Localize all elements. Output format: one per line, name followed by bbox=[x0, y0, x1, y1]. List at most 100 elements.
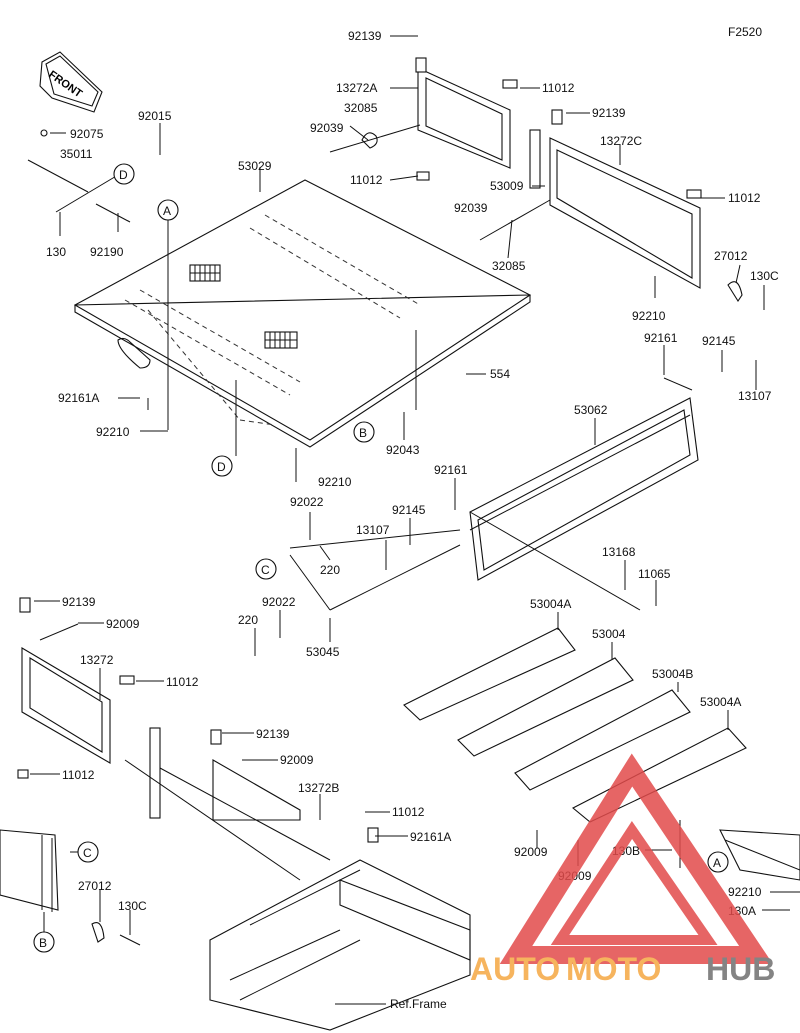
part-label: 130C bbox=[750, 269, 779, 283]
clip-92139-icon bbox=[19, 597, 31, 613]
vent-grate-icon bbox=[264, 331, 298, 349]
ref-frame-label: Ref.Frame bbox=[390, 997, 447, 1011]
part-label: 32085 bbox=[344, 101, 378, 115]
part-label: 13272B bbox=[298, 781, 339, 795]
cap-11012-icon bbox=[416, 171, 430, 181]
part-label: 53045 bbox=[306, 645, 340, 659]
side-panel-13272C bbox=[549, 109, 743, 303]
pin-92161A-icon bbox=[367, 827, 379, 843]
part-label: 13272 bbox=[80, 653, 114, 667]
sub-frame bbox=[209, 827, 471, 1031]
part-label: 92139 bbox=[256, 727, 290, 741]
part-label: 92190 bbox=[90, 245, 124, 259]
part-label: 92039 bbox=[454, 201, 488, 215]
clip-92139-icon bbox=[551, 109, 563, 125]
vent-grate-icon bbox=[189, 264, 221, 282]
part-label: 92022 bbox=[262, 595, 296, 609]
part-label: 92139 bbox=[348, 29, 382, 43]
part-label: 27012 bbox=[714, 249, 748, 263]
part-label: 92022 bbox=[290, 495, 324, 509]
part-label: 92145 bbox=[392, 503, 426, 517]
part-label: 92210 bbox=[96, 425, 130, 439]
part-label: 32085 bbox=[492, 259, 526, 273]
part-label: 92161A bbox=[58, 391, 99, 405]
part-label: 11012 bbox=[392, 805, 425, 819]
part-label: 53029 bbox=[238, 159, 272, 173]
watermark-triangle-icon bbox=[499, 753, 773, 964]
front-arrow-icon: FRONT bbox=[39, 51, 103, 113]
callout-A: A bbox=[163, 204, 171, 218]
part-label: 92015 bbox=[138, 109, 172, 123]
part-label: 554 bbox=[490, 367, 510, 381]
part-label: 220 bbox=[320, 563, 340, 577]
part-label: 53009 bbox=[490, 179, 524, 193]
watermark-logo: AUTO MOTO HUB bbox=[470, 753, 775, 987]
part-label: 11012 bbox=[62, 768, 95, 782]
part-label: 92139 bbox=[62, 595, 96, 609]
cap-11012-icon bbox=[17, 769, 29, 779]
figure-code: F2520 bbox=[728, 25, 762, 39]
side-panel-13272B bbox=[149, 727, 301, 821]
cap-11012-icon bbox=[119, 675, 135, 685]
headboard-13272A bbox=[361, 57, 518, 181]
callout-A: A bbox=[713, 856, 721, 870]
clip-92139-icon bbox=[210, 729, 222, 745]
lower-frame-right bbox=[719, 829, 800, 881]
callout-B: B bbox=[359, 426, 367, 440]
part-label: 27012 bbox=[78, 879, 112, 893]
part-label: 13272C bbox=[600, 134, 642, 148]
part-label: 11012 bbox=[166, 675, 199, 689]
cap-11012-icon bbox=[686, 189, 702, 199]
clip-92139-icon bbox=[415, 57, 427, 73]
bed-panel-53029 bbox=[73, 179, 532, 448]
part-label: 130 bbox=[46, 245, 66, 259]
cap-11012-icon bbox=[502, 79, 518, 89]
part-label: 13107 bbox=[356, 523, 390, 537]
part-labels: 92139 13272A 11012 32085 92039 11012 530… bbox=[46, 29, 779, 1011]
part-label: 53004B bbox=[652, 667, 693, 681]
callout-C: C bbox=[261, 563, 270, 577]
part-label: 11012 bbox=[350, 173, 383, 187]
part-label: 13168 bbox=[602, 545, 636, 559]
side-panel-13272 bbox=[17, 597, 135, 779]
part-label: 220 bbox=[238, 613, 258, 627]
callout-D: D bbox=[217, 460, 226, 474]
part-label: 92210 bbox=[632, 309, 666, 323]
part-label: 13107 bbox=[738, 389, 772, 403]
part-label: 13272A bbox=[336, 81, 377, 95]
watermark-text-auto: AUTO bbox=[470, 951, 560, 987]
leader-lines bbox=[30, 35, 800, 1005]
part-label: 53004A bbox=[700, 695, 741, 709]
part-label: 11065 bbox=[638, 567, 671, 581]
part-label: 53004A bbox=[530, 597, 571, 611]
callout-B: B bbox=[39, 936, 47, 950]
watermark-text-moto: MOTO bbox=[566, 951, 661, 987]
part-label: 53062 bbox=[574, 403, 608, 417]
lower-frame-left bbox=[0, 829, 141, 946]
part-label: 92139 bbox=[592, 106, 626, 120]
part-label: 11012 bbox=[542, 81, 575, 95]
strip-53009 bbox=[529, 129, 541, 189]
watermark-text-hub: HUB bbox=[706, 951, 775, 987]
callout-markers: D A D B C C B A bbox=[33, 163, 729, 953]
latch-35011 bbox=[27, 129, 131, 223]
part-label: 92161A bbox=[410, 830, 451, 844]
part-label: 92145 bbox=[702, 334, 736, 348]
part-label: 53004 bbox=[592, 627, 626, 641]
part-label: 92039 bbox=[310, 121, 344, 135]
part-label: 92210 bbox=[318, 475, 352, 489]
floor-mats bbox=[403, 627, 747, 823]
part-label: 92009 bbox=[106, 617, 140, 631]
part-label: 92210 bbox=[728, 885, 762, 899]
part-label: 35011 bbox=[60, 147, 93, 161]
callout-D: D bbox=[119, 168, 128, 182]
part-label: 11012 bbox=[728, 191, 761, 205]
part-label: 130C bbox=[118, 899, 147, 913]
part-label: 92009 bbox=[280, 753, 314, 767]
tailgate-53062 bbox=[469, 397, 699, 581]
part-label: 92161 bbox=[434, 463, 468, 477]
part-label: 92075 bbox=[70, 127, 104, 141]
callout-C: C bbox=[83, 846, 92, 860]
